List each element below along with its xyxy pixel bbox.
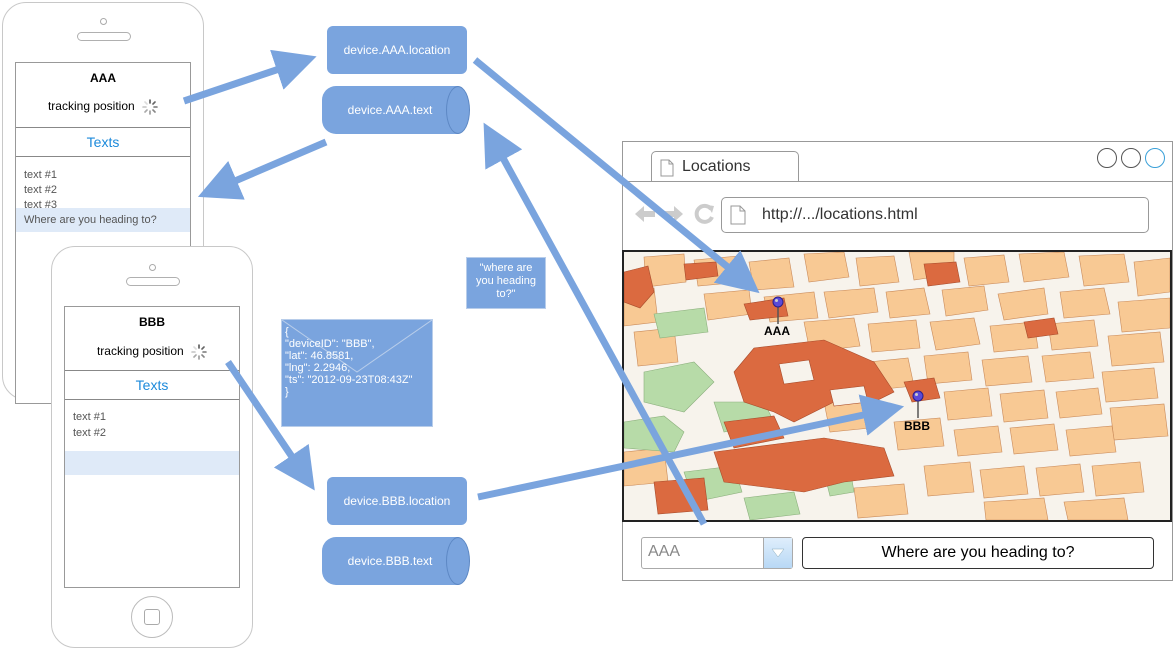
phone-bbb: BBB tracking position Texts text #1 text… — [51, 246, 253, 648]
spinner-icon — [191, 344, 207, 360]
map-pin-icon[interactable] — [772, 296, 784, 326]
back-icon[interactable] — [633, 204, 657, 224]
minimize-button[interactable] — [1097, 148, 1117, 168]
list-item[interactable]: text #2 — [24, 184, 58, 196]
spinner-icon — [142, 99, 158, 115]
map-view[interactable]: AAA BBB — [622, 250, 1172, 522]
phone-camera — [149, 264, 156, 271]
page-icon — [660, 159, 674, 177]
topic-bbb-location: device.BBB.location — [327, 477, 467, 525]
url-text: http://.../locations.html — [762, 206, 918, 223]
arrow-aaa-text-to-phone — [197, 138, 328, 200]
payload-line: } — [285, 386, 289, 398]
list-item[interactable]: text #1 — [24, 169, 58, 181]
phone-screen-bbb: BBB tracking position Texts text #1 text… — [64, 306, 240, 588]
tracking-status: tracking position — [16, 99, 190, 115]
envelope-flap-icon — [282, 320, 432, 373]
payload-line: "ts": "2012-09-23T08:43Z" — [285, 374, 413, 386]
message-input[interactable]: Where are you heading to? — [802, 537, 1154, 569]
city-map — [624, 252, 1170, 520]
dropdown-arrow[interactable] — [763, 538, 792, 568]
tracking-status: tracking position — [65, 344, 239, 360]
topic-bbb-text-label: device.BBB.text — [347, 554, 433, 568]
browser-window: Locations http://.../locations.html — [622, 141, 1173, 581]
device-select-value: AAA — [648, 543, 681, 560]
payload-line: "lng": 2.2946, — [285, 362, 351, 374]
close-button[interactable] — [1145, 148, 1165, 168]
forward-icon[interactable] — [661, 204, 685, 224]
text-envelope-line: "where are — [479, 262, 533, 274]
tab-bar-line — [623, 181, 1172, 182]
highlighted-message: Where are you heading to? — [24, 214, 157, 226]
device-name: AAA — [90, 71, 116, 85]
reload-icon[interactable] — [693, 203, 715, 225]
payload-line: "deviceID": "BBB", — [285, 338, 375, 350]
tab-locations[interactable]: Locations — [651, 151, 799, 182]
phone-camera — [100, 18, 107, 25]
pin-label-bbb: BBB — [904, 419, 930, 433]
pin-label-aaa: AAA — [764, 324, 790, 338]
device-name: BBB — [139, 315, 165, 329]
payload-line: "lat": 46.8581, — [285, 350, 354, 362]
tracking-label: tracking position — [96, 344, 184, 359]
payload-line: { — [285, 326, 289, 338]
topic-aaa-location: device.AAA.location — [327, 26, 467, 74]
cylinder-cap — [446, 537, 470, 585]
cylinder-cap — [446, 86, 470, 134]
topic-aaa-text: device.AAA.text — [322, 86, 470, 134]
list-item[interactable]: text #2 — [73, 427, 107, 439]
maximize-button[interactable] — [1121, 148, 1141, 168]
topic-aaa-text-label: device.AAA.text — [347, 103, 433, 117]
text-envelope-line: to?" — [496, 288, 516, 300]
page-icon — [730, 205, 746, 225]
texts-header[interactable]: Texts — [65, 370, 239, 400]
text-envelope-line: you heading — [476, 275, 536, 287]
home-button[interactable] — [131, 596, 173, 638]
phone-speaker — [126, 277, 180, 286]
highlighted-message-row[interactable] — [65, 451, 239, 475]
list-item[interactable]: text #1 — [73, 411, 107, 423]
topic-bbb-text: device.BBB.text — [322, 537, 470, 585]
texts-header[interactable]: Texts — [16, 127, 190, 157]
phone-speaker — [77, 32, 131, 41]
map-pin-icon[interactable] — [912, 390, 924, 420]
chevron-down-icon — [771, 548, 785, 558]
tab-title: Locations — [682, 158, 751, 175]
payload-envelope: { "deviceID": "BBB", "lat": 46.8581, "ln… — [281, 319, 433, 427]
highlighted-message-row[interactable]: Where are you heading to? — [16, 208, 190, 232]
url-bar[interactable]: http://.../locations.html — [721, 197, 1149, 233]
device-select[interactable]: AAA — [641, 537, 793, 569]
text-envelope: "where are you heading to?" — [466, 257, 546, 309]
tracking-label: tracking position — [47, 99, 135, 114]
